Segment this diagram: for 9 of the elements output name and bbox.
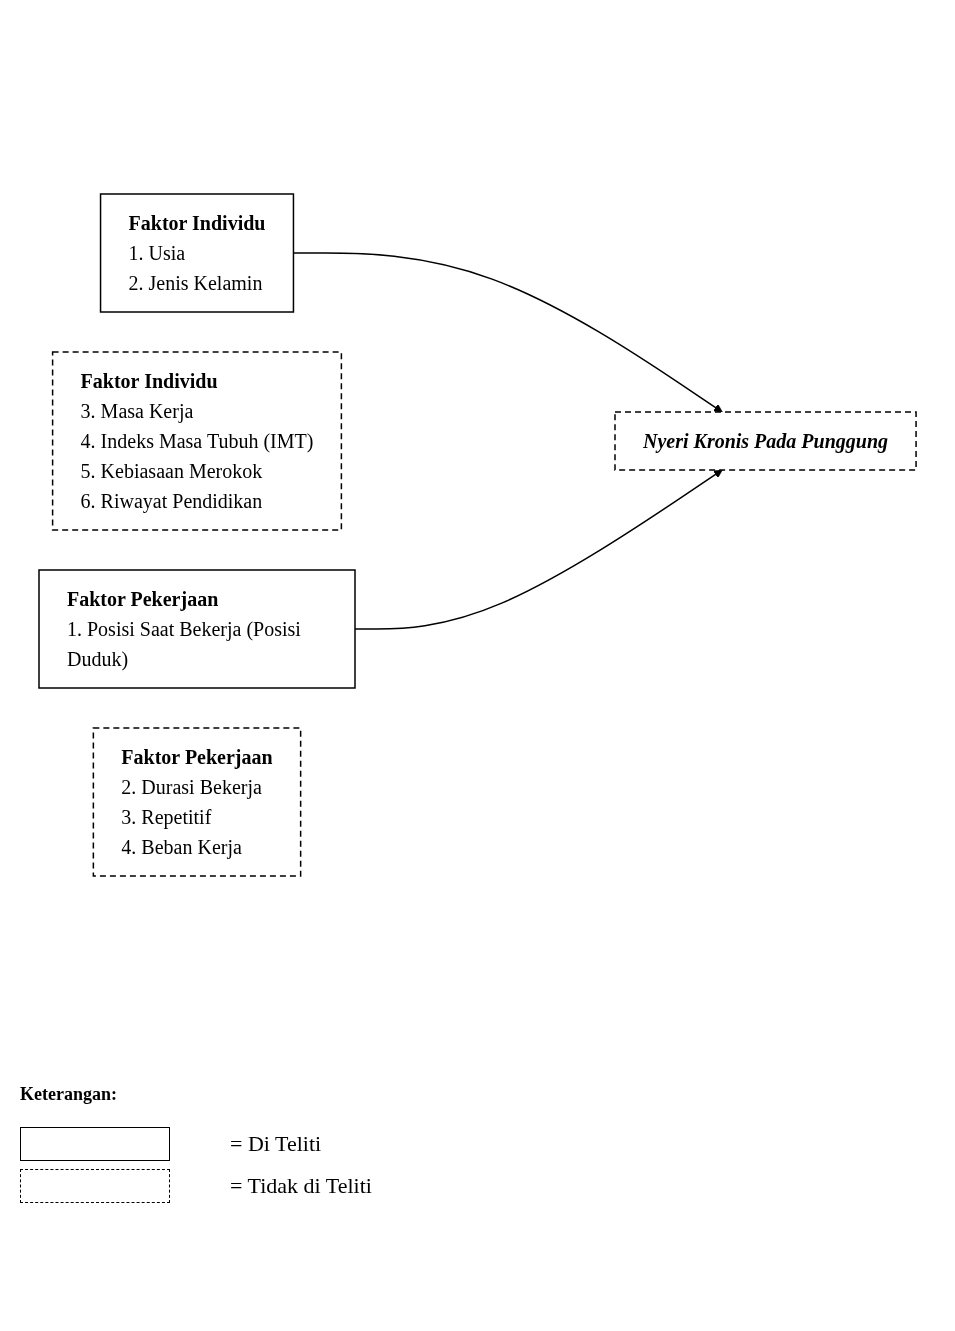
- arrow: [354, 469, 723, 630]
- legend-text: = Di Teliti: [230, 1131, 322, 1157]
- node-box: Faktor Pekerjaan 1. Posisi Saat Bekerja (Posisi Duduk): [38, 569, 356, 689]
- legend-text: = Tidak di Teliti: [230, 1173, 372, 1199]
- node-box: Faktor Individu 3. Masa Kerja 4. Indeks Masa Tubuh (IMT) 5. Kebiasaan Merokok 6. Riwayat Pendidikan: [51, 351, 343, 531]
- node-box: Faktor Individu 1. Usia 2. Jenis Kelamin: [99, 193, 295, 313]
- node-box: Nyeri Kronis Pada Punggung: [614, 411, 917, 471]
- node-box: Faktor Pekerjaan 2. Durasi Bekerja 3. Repetitif 4. Beban Kerja: [92, 727, 302, 877]
- legend-heading: Keterangan:: [20, 1084, 117, 1105]
